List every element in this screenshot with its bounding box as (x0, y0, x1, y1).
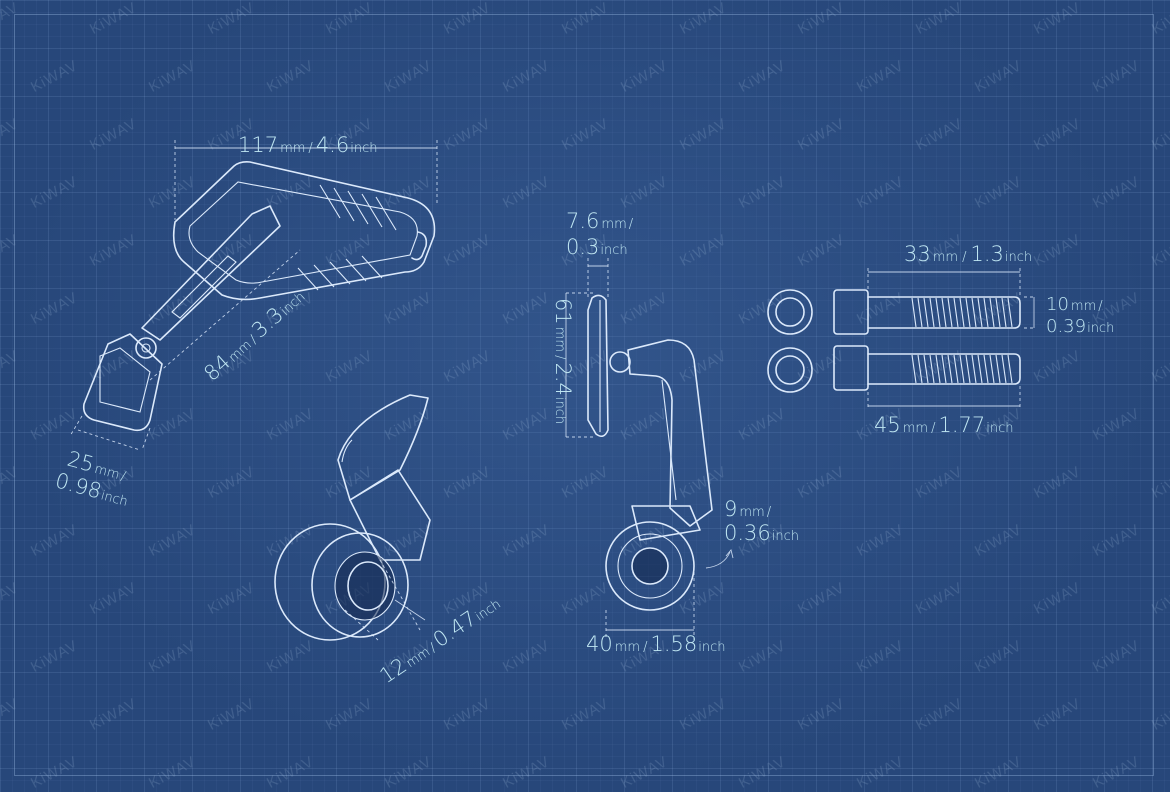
svg-text:0.36inch: 0.36inch (724, 521, 799, 545)
bolt-thread-line (923, 297, 929, 328)
svg-text:0.39inch: 0.39inch (1046, 316, 1114, 337)
bolt-thread-line (1007, 297, 1013, 328)
bolt-thread-line (989, 297, 995, 328)
dimension-mirror-height: 61mm/2.4inch (551, 298, 575, 424)
bolt-thread-line (953, 297, 959, 328)
mirror-head-inner (188, 181, 418, 284)
bolt-thread-line (1007, 354, 1013, 384)
svg-text:25mm/: 25mm/ (65, 447, 130, 486)
dimension-bore-diameter: 12mm/0.47inch (375, 590, 504, 688)
bolt-thread-line (947, 354, 953, 384)
bolt-thread-line (941, 354, 947, 384)
bolt-thread-line (941, 297, 947, 328)
mirror-glass-side (587, 294, 609, 438)
bolt-thread-line (935, 297, 941, 328)
bolt-thread-line (929, 354, 935, 384)
bolt-thread-line (971, 297, 977, 328)
bolt-thread-line (983, 297, 989, 328)
dimension-head-width: 25mm/ 0.98inch (53, 447, 132, 511)
side-stem (627, 339, 713, 527)
bolt-thread-line (995, 297, 1001, 328)
adapter-bore (347, 561, 389, 611)
bolt-thread-line (1001, 354, 1007, 384)
side-adapter-bore (631, 547, 669, 585)
mirror-top-view (69, 140, 438, 451)
bolt-thread-line (911, 354, 917, 384)
svg-text:9mm/: 9mm/ (724, 497, 772, 521)
bolt-thread-line (959, 297, 965, 328)
bolt-thread-line (977, 297, 983, 328)
bar-clamp (82, 333, 163, 432)
bolt-thread-line (1001, 297, 1007, 328)
bolt-thread-line (965, 354, 971, 384)
bolt-thread-line (971, 354, 977, 384)
mirror-side-view (565, 258, 734, 640)
arm-pivot (135, 337, 157, 359)
bolt-thread-line (995, 354, 1001, 384)
mirror-arm (141, 205, 281, 341)
bolt-thread-line (923, 354, 929, 384)
svg-text:7.6mm/: 7.6mm/ (566, 209, 634, 233)
svg-text:0.3inch: 0.3inch (566, 235, 628, 259)
bolt-thread-line (947, 297, 953, 328)
mirror-arm-slot (171, 255, 237, 319)
bolt-thread-line (917, 297, 923, 328)
bolt-thread-line (911, 297, 917, 328)
ball-joint (609, 351, 631, 373)
bolt-thread-line (989, 354, 995, 384)
blueprint-frame (14, 14, 1154, 776)
mirror-head-outline (172, 161, 436, 301)
hardware-view (767, 268, 1036, 410)
bolt-thread-line (917, 354, 923, 384)
bolt-thread-line (953, 354, 959, 384)
mirror-head-ribs (297, 184, 428, 291)
bolt-thread-line (977, 354, 983, 384)
bar-end-adapter-view (274, 394, 431, 641)
washer-top (767, 289, 813, 335)
side-adapter-block (631, 505, 701, 541)
adapter-collar (311, 532, 409, 638)
bolt-short (833, 289, 1021, 335)
bolt-thread-line (965, 297, 971, 328)
svg-text:0.98inch: 0.98inch (53, 468, 132, 511)
bolt-thread-line (929, 297, 935, 328)
adapter-arm (337, 394, 429, 501)
washer-bottom (767, 347, 813, 393)
bolt-thread-line (959, 354, 965, 384)
bolt-thread-line (935, 354, 941, 384)
bolt-long (833, 345, 1021, 391)
adapter-block (349, 469, 431, 561)
bolt-thread-line (983, 354, 989, 384)
